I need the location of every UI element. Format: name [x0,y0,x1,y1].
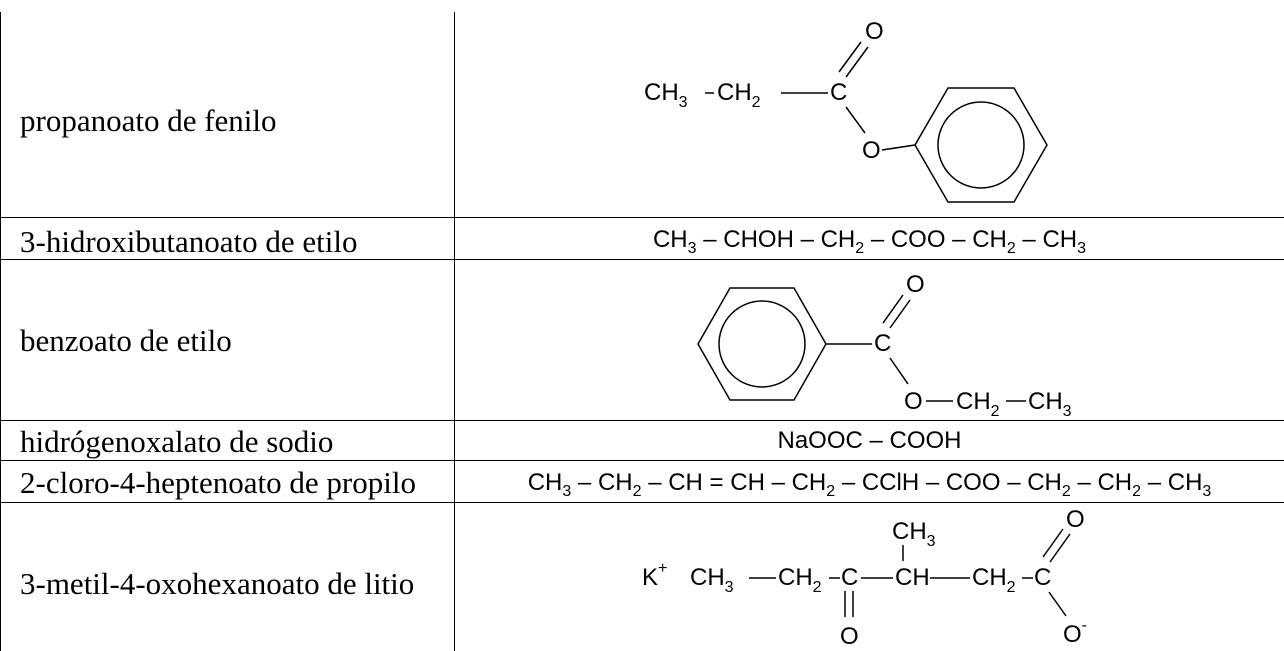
atom-label: C [830,79,847,106]
bond [845,46,869,78]
compound-name: 3-hidroxibutanoato de etilo [20,224,358,259]
condensed-formula: NaOOC – COOH [777,427,962,454]
compound-name: hidrógenoxalato de sodio [20,424,334,459]
table-column-divider [454,12,455,651]
atom-label: C [841,564,858,591]
atom-label: CH [895,564,930,591]
atom-label: CH2 [956,388,1000,420]
bond [889,299,911,329]
bond [1042,528,1064,558]
condensed-formula: CH3 – CHOH – CH2 – COO – CH2 – CH3 [652,226,1087,257]
structure-propanoato-de-fenilo: O CH3 CH2 C O [644,18,1048,203]
bond [1048,591,1067,617]
row-divider [0,502,1284,503]
bond [882,294,904,324]
atom-label: O [862,137,881,164]
structure-benzoato-de-etilo: C O O CH2 CH3 [697,271,1072,420]
atom-label: CH3 [892,518,936,550]
bond [1049,533,1071,563]
atom-label: C [1034,564,1051,591]
atom-label: O [840,623,859,650]
row-divider [0,460,1284,461]
compound-name: 2-cloro-4-heptenoato de propilo [20,465,416,500]
benzene-ring [697,287,827,401]
row-divider [0,259,1284,260]
atom-label: O- [1063,617,1087,648]
atom-label: K+ [642,560,667,591]
bond [881,144,916,151]
benzene-ring-circle [718,300,806,388]
table-border-left [0,12,1,651]
benzene-ring [914,87,1048,203]
atom-label: O [904,388,923,415]
atom-label: CH2 [972,564,1016,596]
bond [838,41,862,73]
atom-label: O [906,271,925,298]
row-divider [0,420,1284,421]
compound-name: 3-metil-4-oxohexanoato de litio [20,566,415,601]
benzene-ring-circle [937,101,1025,189]
bond [889,357,909,385]
bond [845,106,866,134]
atom-label: CH3 [1028,388,1072,420]
condensed-formula: CH3 – CH2 – CH = CH – CH2 – CClH – COO –… [527,469,1212,500]
compound-name: benzoato de etilo [20,323,232,358]
compound-name: propanoato de fenilo [20,103,277,138]
atom-label: C [874,330,891,357]
row-divider [0,217,1284,218]
atom-label: CH2 [717,79,761,111]
atom-label: CH3 [690,564,734,596]
atom-label: O [1066,506,1085,533]
atom-label: CH3 [644,79,688,111]
structure-3-metil-4-oxohexanoato: K+ CH3 CH2 C O CH CH3 CH2 C O O- [642,506,1087,650]
atom-label: CH2 [778,564,822,596]
atom-label: O [865,18,884,45]
